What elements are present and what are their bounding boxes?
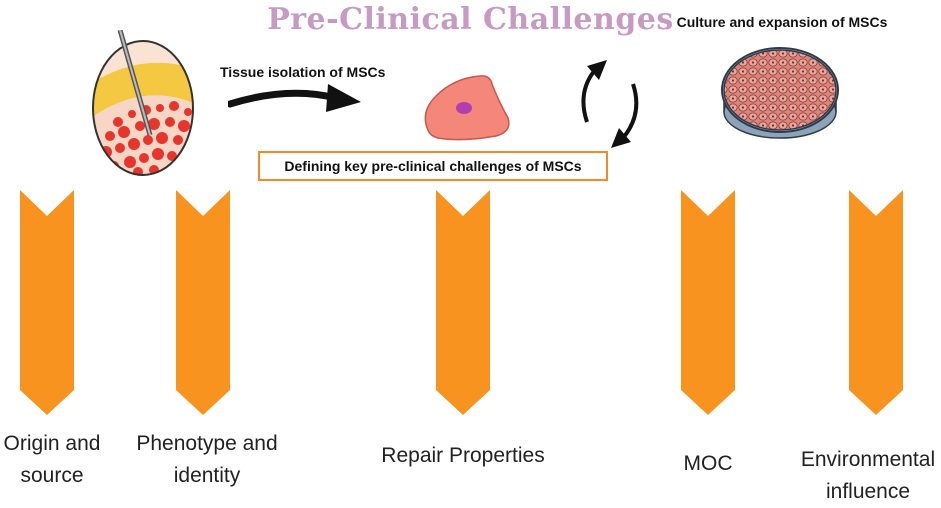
chevron-environmental-influence [849, 190, 903, 415]
category-label-line1: Origin and [3, 432, 101, 455]
category-label-line1: MOC [683, 452, 733, 475]
category-moc: MOC [658, 448, 758, 480]
tissue-isolation-label: Tissue isolation of MSCs [220, 64, 386, 80]
category-origin-source: Origin and source [0, 428, 114, 492]
curved-arrow-icon [228, 80, 363, 116]
key-challenges-box: Defining key pre-clinical challenges of … [258, 151, 608, 181]
category-label-line1: Repair Properties [381, 444, 545, 467]
msc-cell-icon [418, 72, 513, 144]
chevron-origin-source [20, 190, 74, 415]
category-label-line2: source [20, 464, 84, 487]
bone-marrow-aspiration-icon [88, 30, 198, 180]
petri-dish-icon [718, 40, 843, 152]
category-label-line2: identity [173, 464, 241, 487]
page-title: Pre-Clinical Challenges [267, 2, 674, 37]
cycle-arrows-icon [575, 52, 645, 157]
chevron-repair-properties [436, 190, 490, 415]
category-label-line1: Phenotype and [136, 432, 278, 455]
category-label-line1: Environmental [800, 448, 936, 471]
category-label-line2: influence [825, 480, 911, 503]
category-environmental-influence: Environmental influence [798, 444, 938, 508]
category-phenotype-identity: Phenotype and identity [132, 428, 282, 492]
culture-expansion-label: Culture and expansion of MSCs [676, 14, 888, 30]
category-repair-properties: Repair Properties [368, 440, 558, 472]
chevron-phenotype-identity [176, 190, 230, 415]
chevron-moc [681, 190, 735, 415]
